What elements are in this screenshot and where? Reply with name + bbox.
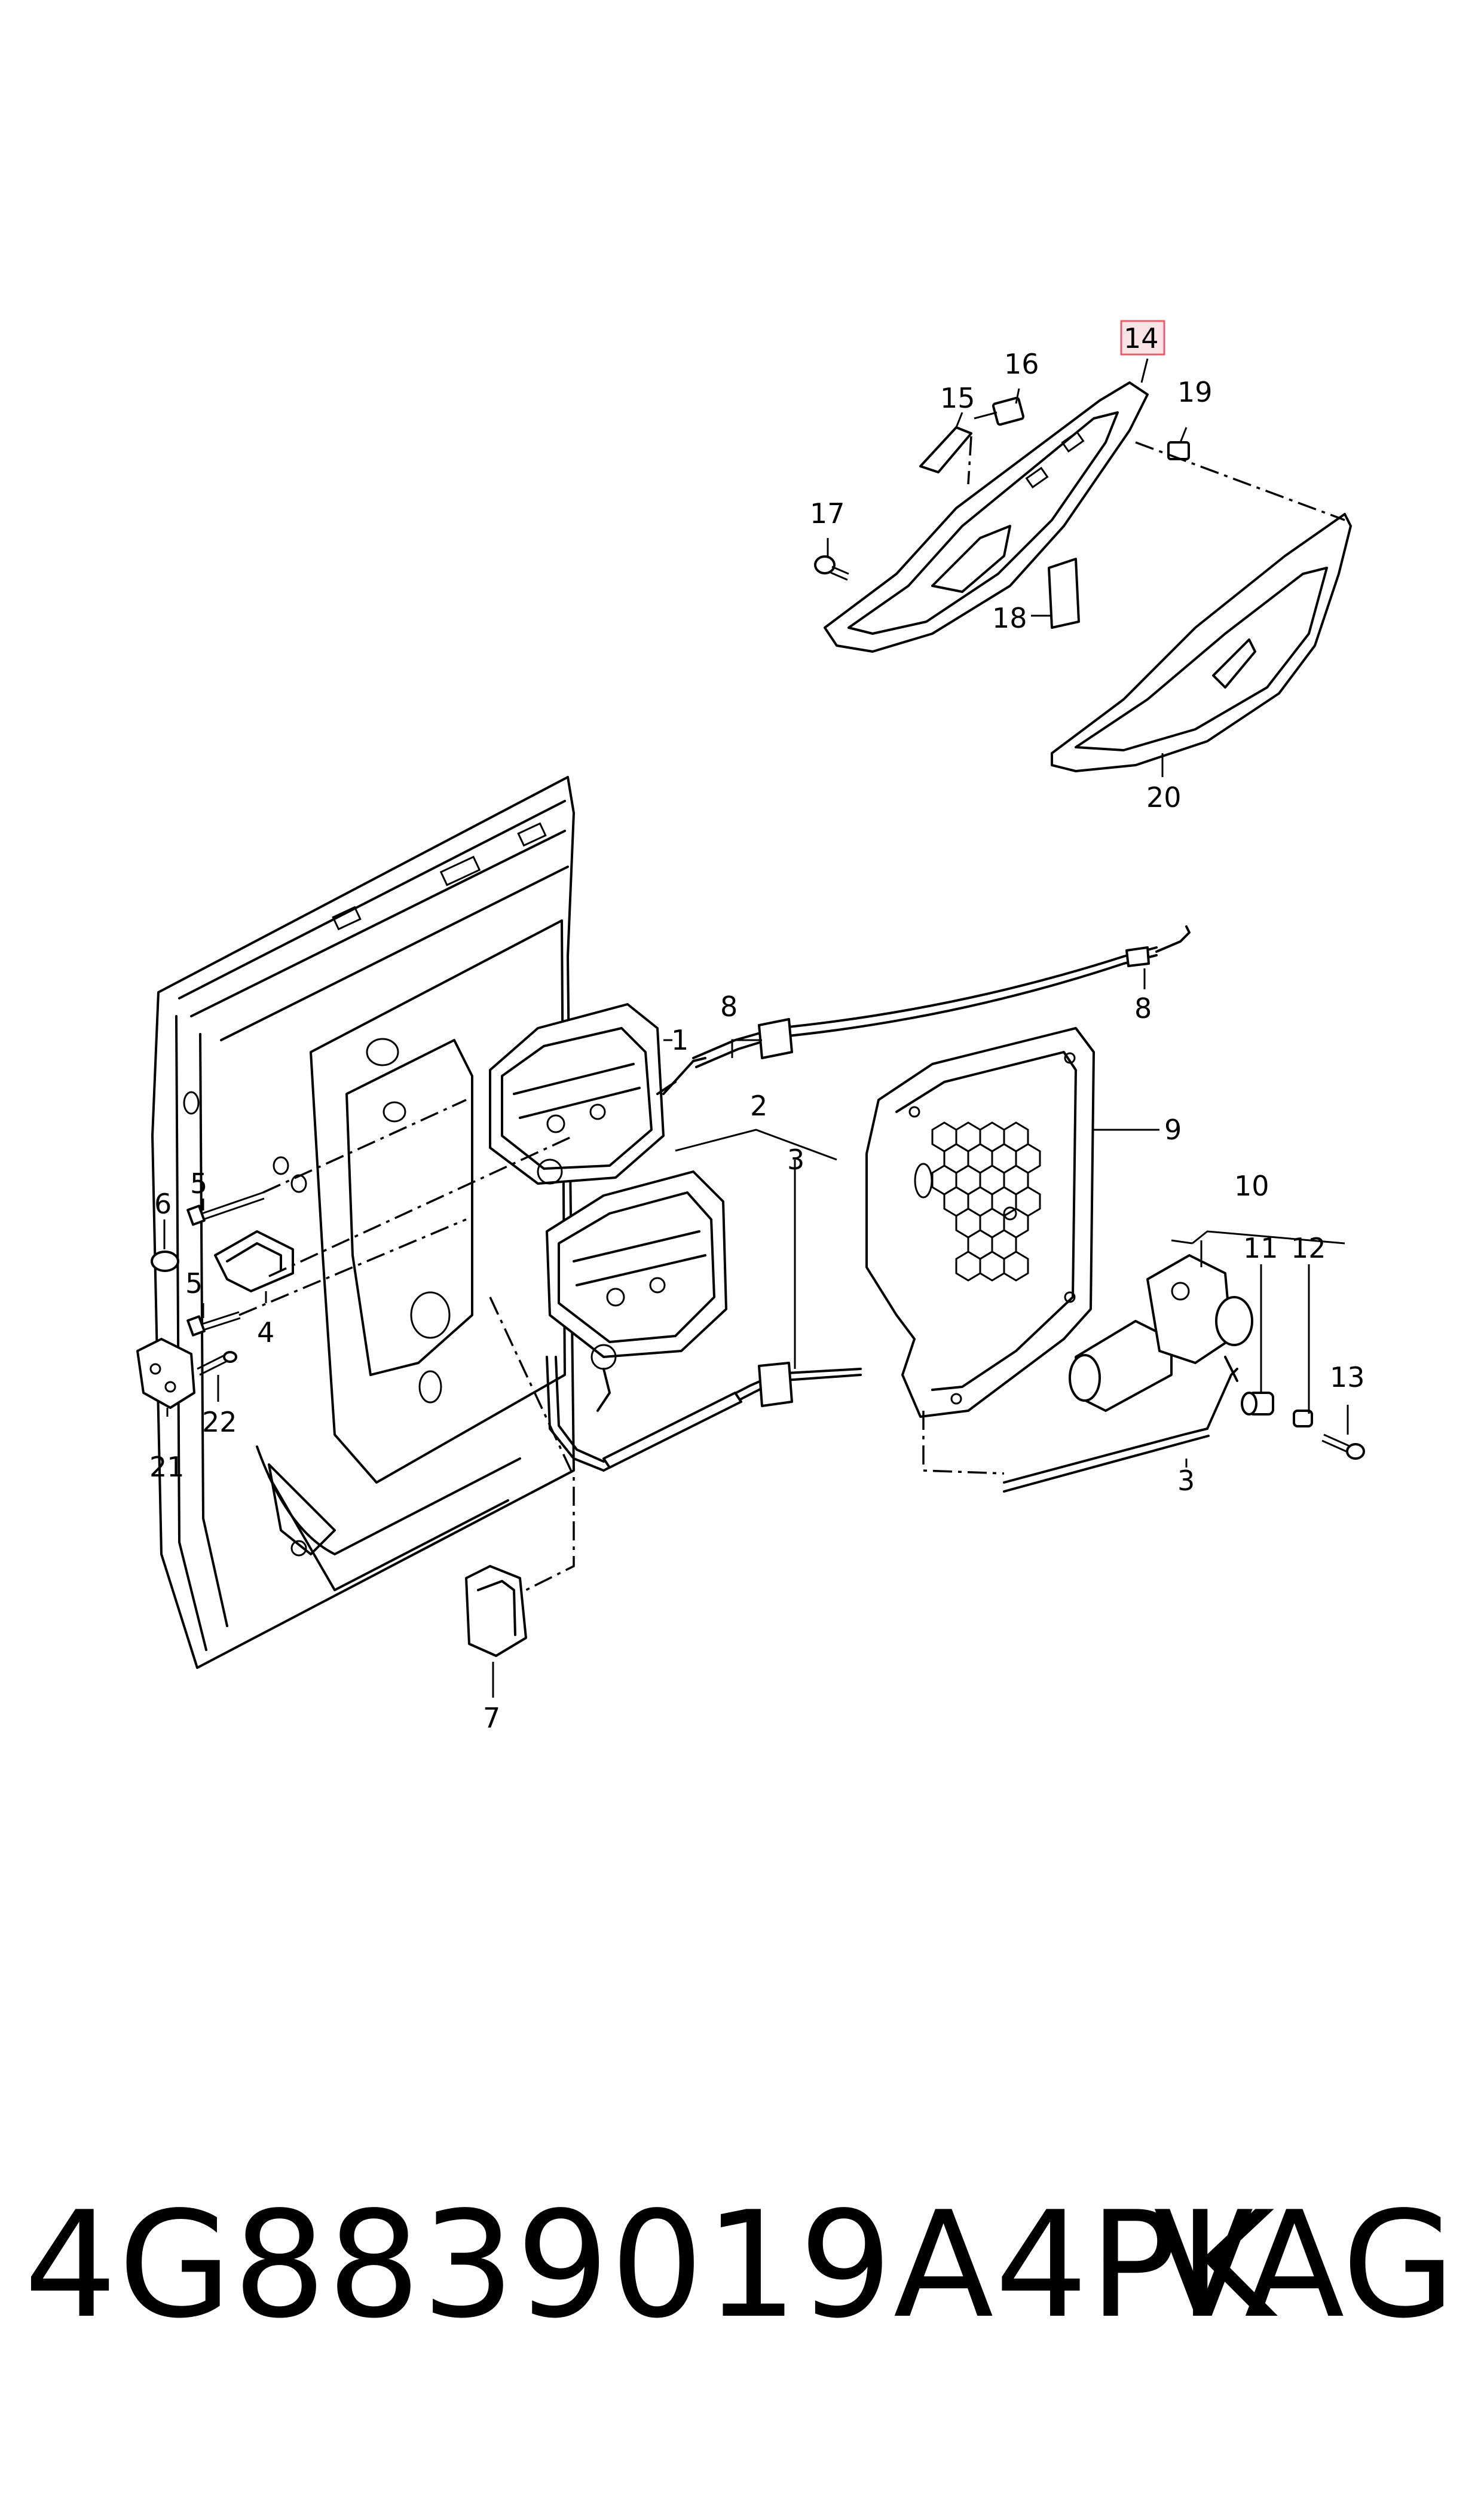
- callout-2: 2: [750, 1090, 767, 1122]
- regulator-panel: [865, 1027, 1095, 1418]
- screw-22: [197, 1351, 237, 1376]
- plug-6: [151, 1251, 179, 1272]
- callout-3b: 3: [1177, 1465, 1195, 1497]
- callout-15: 15: [940, 382, 975, 414]
- leader-lines: [163, 358, 1349, 1698]
- honeycomb: [931, 1121, 1041, 1282]
- fasteners: [136, 1191, 1365, 1657]
- callout-11: 11: [1243, 1232, 1278, 1264]
- callout-10: 10: [1234, 1170, 1269, 1202]
- callout-22: 22: [202, 1406, 237, 1438]
- callout-3a: 3: [787, 1144, 804, 1176]
- microswitch-7: [465, 1565, 527, 1657]
- callout-9: 9: [1164, 1114, 1182, 1146]
- door-lock-lower: [546, 1170, 727, 1412]
- callout-21: 21: [149, 1451, 185, 1483]
- armrest-trim-20: [1051, 513, 1352, 772]
- callout-6: 6: [154, 1188, 172, 1220]
- callout-17: 17: [810, 497, 845, 530]
- screw-17: [814, 555, 849, 581]
- brand-label: VAG: [1153, 2180, 1456, 2350]
- callout-12: 12: [1291, 1232, 1326, 1264]
- spacer-12: [1293, 1410, 1313, 1427]
- callout-18: 18: [992, 602, 1027, 634]
- door-lock-upper: [489, 1003, 706, 1185]
- door-shell: [151, 776, 575, 1669]
- callout-7: 7: [483, 1702, 500, 1734]
- cover-18: [1048, 558, 1080, 629]
- window-motor: [1069, 1254, 1253, 1412]
- callout-20: 20: [1146, 781, 1182, 814]
- callout-labels: 1 8 8 9 2 3 3 10 11 12 13 5 6 5 4 22 21 …: [149, 320, 1365, 1734]
- part-number: 4G8839019A4PK: [24, 2180, 1276, 2350]
- callout-16: 16: [1004, 348, 1039, 380]
- footer: 4G8839019A4PK VAG: [0, 2176, 1484, 2355]
- interior-handle: [814, 381, 1352, 772]
- bolt-13: [1321, 1433, 1365, 1460]
- callout-19: 19: [1177, 376, 1213, 408]
- bolt-5-upper: [186, 1191, 265, 1226]
- switch-16: [974, 396, 1025, 426]
- assembly-lines: [238, 436, 1345, 1591]
- callout-5b: 5: [185, 1267, 203, 1300]
- trim-15: [919, 426, 972, 473]
- bush-11: [1241, 1392, 1274, 1416]
- bowden-cables: [546, 925, 1238, 1493]
- callout-8a: 8: [720, 990, 738, 1023]
- callout-8b: 8: [1134, 992, 1152, 1025]
- bolt-5-lower: [186, 1311, 241, 1337]
- striker-4: [214, 1230, 294, 1292]
- callout-1: 1: [671, 1024, 689, 1056]
- callout-14: 14: [1124, 322, 1159, 354]
- plate-21: [136, 1338, 195, 1409]
- callout-4: 4: [257, 1316, 274, 1349]
- highlight-box: [1120, 320, 1165, 356]
- callout-13: 13: [1330, 1361, 1365, 1393]
- callout-5a: 5: [190, 1167, 207, 1200]
